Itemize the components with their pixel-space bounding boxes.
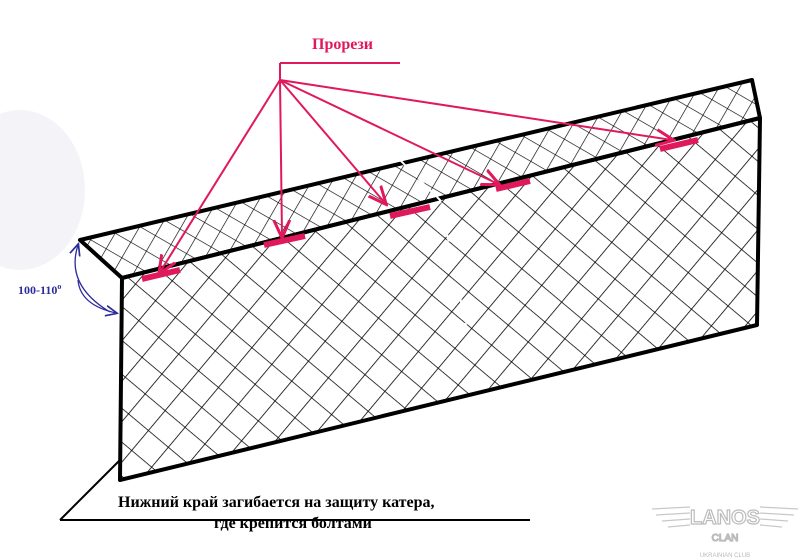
front-face <box>118 116 762 482</box>
svg-text:CLAN: CLAN <box>712 533 739 544</box>
angle-arrow <box>77 279 116 313</box>
note-line-1: Нижний край загибается на защиту катера, <box>118 494 435 511</box>
angle-label: 100-110o <box>18 282 61 298</box>
note-leader <box>59 459 530 521</box>
angle-arc <box>75 245 111 313</box>
background-glow <box>0 110 85 270</box>
slots-label: Прорези <box>312 36 373 53</box>
bend-line <box>399 159 471 346</box>
lanos-clan-logo: LANOS CLAN UKRAINIAN CLUB <box>651 506 799 559</box>
note-line-2: где крепится болтами <box>214 515 372 532</box>
degree-mark: o <box>57 282 62 291</box>
svg-text:LANOS: LANOS <box>690 507 760 529</box>
svg-text:UKRAINIAN CLUB: UKRAINIAN CLUB <box>700 553 750 559</box>
slot-arrows <box>160 62 672 272</box>
angle-value: 100-110 <box>18 283 58 297</box>
